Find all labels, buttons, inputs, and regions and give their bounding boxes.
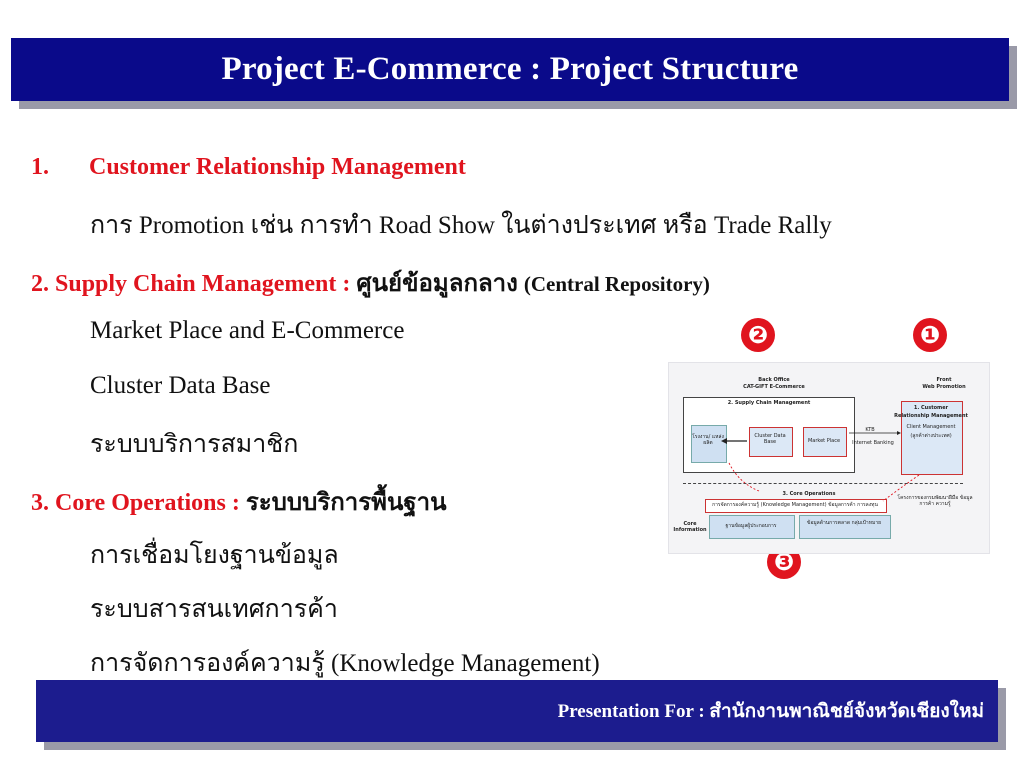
section-2-paren: (Central Repository) [523,272,710,296]
diagram-client-mgmt: Client Management [906,424,956,430]
diagram-back-office: Back Office [758,377,790,383]
section-3-thai: ระบบบริการพื้นฐาน [245,490,447,516]
diagram-knowledge: การจัดการองค์ความรู้ (Knowledge Manageme… [712,502,878,508]
section-3-item: ระบบสารสนเทศการค้า [90,596,338,623]
section-2-item: ระบบบริการสมาชิก [90,431,299,458]
section-3-heading: 3. Core Operations : [31,490,240,516]
section-3-item: การเชื่อมโยงฐานข้อมูล [90,542,339,569]
section-1-heading-row: 1. Customer Relationship Management [31,154,466,181]
section-2-item: Market Place and E-Commerce [90,317,405,344]
diagram-supply-chain: 2. Supply Chain Management [727,400,811,406]
diagram-crm: Relationship Management [894,413,968,419]
diagram-core-info: Core Information [673,521,707,533]
diagram-factory-box [691,425,727,463]
footer-bar: Presentation For : สำนักงานพาณิชย์จังหวั… [36,680,998,742]
diagram-core-ops: 3. Core Operations [782,491,836,497]
diagram-front: Front [936,377,952,383]
diagram-bottom-right-box [799,515,891,539]
diagram-customer: 1. Customer [913,405,949,411]
diagram-knowledge-box [705,499,887,513]
section-3-item: การจัดการองค์ความรู้ (Knowledge Manageme… [90,650,600,677]
diagram-cluster-label: Cluster Data Base [754,433,786,445]
section-1-line: การ Promotion เช่น การทำ Road Show ในต่า… [90,212,832,239]
title-bar: Project E-Commerce : Project Structure [11,38,1009,101]
footer-text: Presentation For : สำนักงานพาณิชย์จังหวั… [557,701,984,722]
badge-one: ❶ [913,318,947,352]
section-1-number: 1. [31,154,49,180]
diagram-market-place-label: Market Place [807,438,841,444]
diagram-customer-box [901,401,963,475]
diagram-internet-banking: Internet Banking [852,440,894,446]
diagram-right-note: โครงการของกรมพัฒนาฝีมือ ข้อมูลการค้า ควา… [897,495,973,507]
diagram-divider [683,483,963,485]
diagram-bottom-left: ฐานข้อมูลผู้ประกอบการ [725,523,777,529]
diagram-web-promotion: Web Promotion [922,384,966,390]
slide-title: Project E-Commerce : Project Structure [221,51,799,87]
section-2-thai: ศูนย์ข้อมูลกลาง [356,271,518,297]
section-1-heading: Customer Relationship Management [89,154,466,180]
diagram-arrows [721,431,920,502]
diagram-cluster-box [749,427,793,457]
section-2-heading-row: 2. Supply Chain Management : ศูนย์ข้อมูล… [31,263,710,302]
diagram-client-sub: (ลูกค้าต่างประเทศ) [910,433,952,439]
badge-two: ❷ [741,318,775,352]
diagram-market-place-box [803,427,847,457]
diagram-cat-gift: CAT-GIFT E-Commerce [743,384,805,390]
diagram-factory-label: โรงงาน/ แหล่งผลิต [692,434,724,446]
project-structure-diagram: Back Office CAT-GIFT E-Commerce 2. Suppl… [668,362,990,554]
section-3-heading-row: 3. Core Operations : ระบบบริการพื้นฐาน [31,482,447,521]
section-2-heading: 2. Supply Chain Management : [31,271,351,297]
diagram-bottom-right: ข้อมูลด้านการตลาด กลุ่มเป้าหมาย [806,520,882,526]
diagram-ktb: KTB [865,427,875,433]
section-2-item: Cluster Data Base [90,372,271,399]
diagram-bottom-left-box [709,515,795,539]
